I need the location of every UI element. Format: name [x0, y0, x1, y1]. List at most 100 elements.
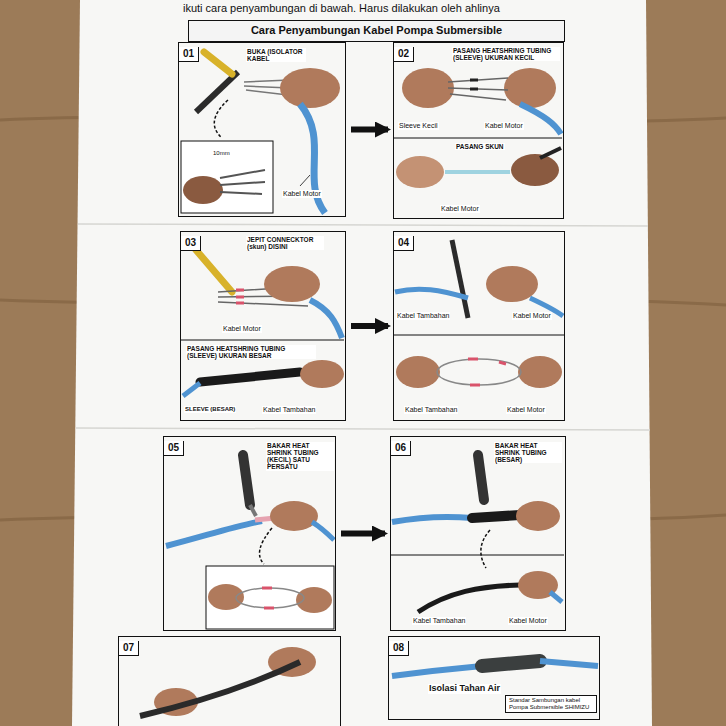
hand [296, 587, 332, 613]
step-number: 05 [164, 441, 184, 456]
step-panel: 02 [393, 42, 564, 219]
step-number: 01 [179, 47, 199, 62]
wires [236, 588, 304, 608]
pliers [452, 240, 468, 318]
inset-frame [206, 566, 334, 629]
step-instruction: PASANG HEATSHRING TUBING (SLEEVE) UKURAN… [452, 47, 560, 61]
small-sleeve [470, 80, 478, 89]
extension-cable [166, 521, 262, 546]
connector-skun [445, 170, 510, 174]
paper-sheet [72, 0, 652, 726]
hand [270, 501, 318, 531]
step-arrow [351, 127, 388, 133]
step-number: 02 [394, 47, 414, 62]
inset-frame [181, 141, 273, 213]
step-instruction: PASANG SKUN [455, 143, 505, 150]
torch [243, 455, 250, 505]
dashed-arrow [214, 100, 228, 138]
hand [183, 176, 223, 204]
step-panel: 01 [178, 42, 346, 217]
hand [300, 360, 344, 388]
hand [396, 356, 440, 388]
step-instruction: BUKA (ISOLATOR KABEL [246, 48, 306, 62]
part-label: Kabel Motor [508, 617, 548, 625]
panel-divider [391, 555, 564, 556]
part-label: Kabel Motor [222, 325, 262, 333]
big-sleeve [472, 515, 520, 518]
hand [511, 154, 559, 186]
part-label: Kabel Tambahan [262, 406, 316, 414]
step-instruction: PASANG HEATSHRING TUBING (SLEEVE) UKURAN… [186, 345, 316, 359]
waterproof-insulation [482, 661, 540, 666]
title-band: Cara Penyambungan Kabel Pompa Submersibl… [188, 20, 565, 42]
red-sleeve [262, 588, 274, 608]
step-number: 06 [391, 441, 411, 456]
part-label: Kabel Tambahan [404, 406, 458, 414]
hand [208, 584, 244, 610]
part-label: Sleeve Kecil [398, 122, 439, 130]
pliers [196, 250, 232, 292]
motor-cable [520, 104, 561, 134]
hand [396, 156, 444, 188]
part-label: Kabel Tambahan [412, 617, 466, 625]
step-number: 03 [181, 236, 201, 251]
part-label: Kabel Motor [282, 190, 322, 198]
part-label: Kabel Motor [506, 406, 546, 414]
step-number: 04 [394, 236, 414, 251]
extension-cable [418, 585, 520, 612]
pliers [196, 72, 238, 112]
torch [478, 455, 484, 500]
panel-divider [394, 138, 562, 139]
step-instruction: JEPIT CONNECKTOR (skun) DISINI [246, 236, 324, 250]
motor-cable [550, 592, 562, 602]
hand [486, 266, 538, 302]
big-sleeve [200, 372, 300, 382]
step-panel: 07 [118, 636, 341, 726]
red-sleeve [236, 290, 244, 303]
panel-divider [181, 340, 344, 341]
step-panel: 05 [163, 436, 336, 631]
step-instruction: BAKAR HEAT SHRINK TUBING (KECIL) SATU PE… [266, 442, 334, 471]
hand [280, 68, 340, 108]
torch-nozzle [250, 505, 256, 516]
part-label: 10mm [212, 150, 231, 157]
taped-cable [140, 662, 300, 716]
step-panel: 03 [180, 231, 346, 421]
pliers-handle [204, 52, 232, 74]
wires [448, 78, 508, 100]
part-label: ikuti cara penyambungan di bawah. Harus … [182, 2, 501, 14]
standard-note-box: Standar Sambungan kabel Pompa Submersibl… [505, 695, 597, 713]
step-arrow [351, 323, 388, 329]
panel-divider [394, 335, 564, 336]
hand [518, 356, 562, 388]
wires [220, 170, 265, 194]
step-panel: 08Standar Sambungan kabel Pompa Submersi… [388, 636, 600, 720]
step-instruction: BAKAR HEAT SHRINK TUBING (BESAR) [494, 442, 562, 463]
extension-cable [392, 666, 482, 676]
motor-cable [312, 522, 334, 540]
motor-cable [310, 300, 342, 338]
title-text: Cara Penyambungan Kabel Pompa Submersibl… [189, 21, 564, 39]
dashed-arrow [260, 528, 273, 564]
extension-cable [183, 383, 200, 396]
motor-cable [540, 661, 598, 666]
paper-fold [78, 224, 648, 226]
hand [504, 68, 556, 108]
hand [402, 68, 454, 108]
step-number: 07 [119, 641, 139, 656]
extension-cable [392, 517, 472, 522]
paper-fold [76, 428, 650, 430]
note-text: Standar Sambungan kabel Pompa Submersibl… [509, 697, 593, 711]
step-instruction: SLEEVE (BESAR) [184, 406, 236, 413]
step-number: 08 [389, 641, 409, 656]
step-instruction: Isolasi Tahan Air [428, 684, 501, 694]
extension-cable [395, 289, 468, 298]
wires [437, 359, 521, 385]
step-panel: 06 [390, 436, 566, 631]
part-label: Kabel Motor [484, 122, 524, 130]
cable [540, 148, 561, 158]
hand [516, 501, 560, 531]
